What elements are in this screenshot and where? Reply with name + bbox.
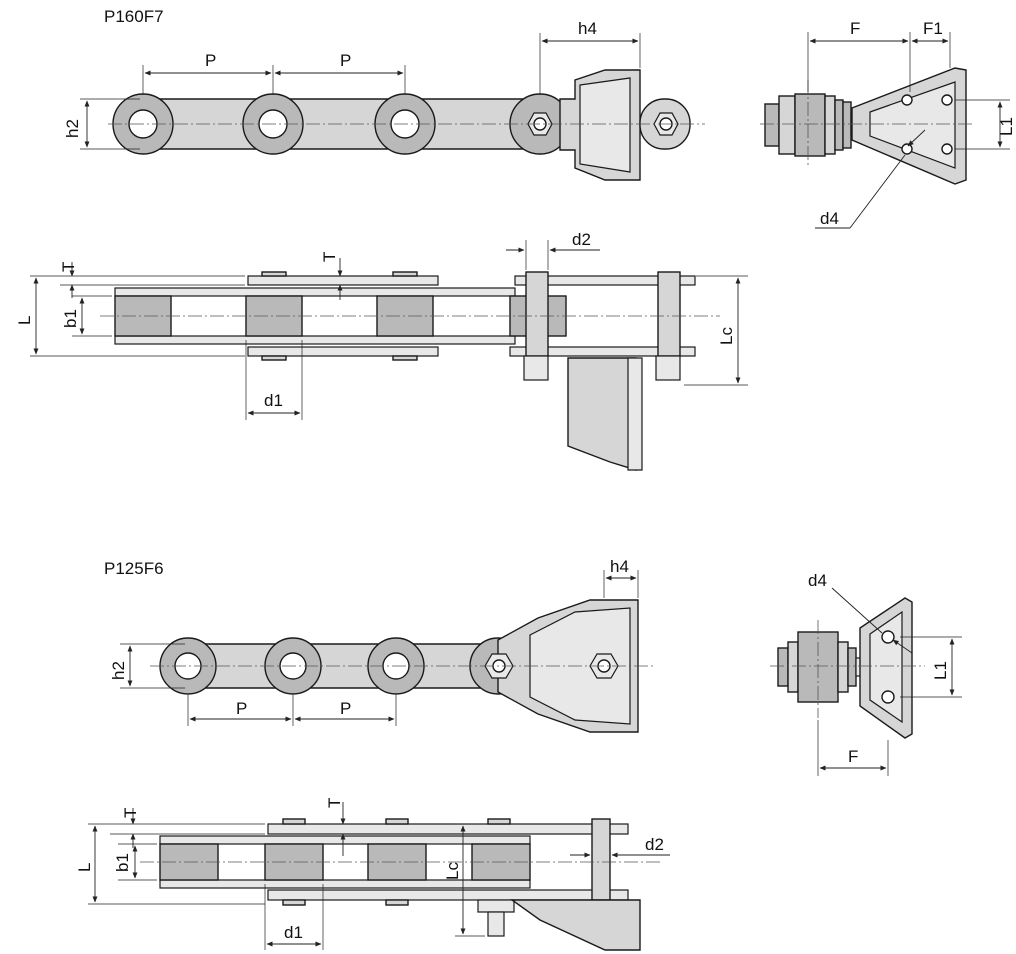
d1-label: d1 xyxy=(264,391,283,410)
t-label: T xyxy=(59,262,78,272)
l-label: L xyxy=(15,316,34,325)
chain-end-view xyxy=(770,597,925,739)
pitch-dimensions: P P xyxy=(142,51,406,95)
d2-label: d2 xyxy=(572,230,591,249)
f-dimension: F xyxy=(817,720,889,776)
pitch-label: P xyxy=(340,51,351,70)
d1-label: d1 xyxy=(284,923,303,942)
diagram-p125f6: P125F6 h4 h2 P P xyxy=(75,557,962,951)
h2-label: h2 xyxy=(109,661,128,680)
t-label: T xyxy=(320,252,339,262)
chain-plan-view xyxy=(140,818,660,951)
pitch-label: P xyxy=(340,699,351,718)
pitch-label: P xyxy=(236,699,247,718)
l1-dimension: L1 xyxy=(900,636,962,698)
diagram-title: P160F7 xyxy=(104,7,164,26)
l1-label: L1 xyxy=(997,117,1016,136)
chain-plan-view xyxy=(100,271,720,471)
h4-dimension: h4 xyxy=(539,19,641,95)
lc-label: Lc xyxy=(443,862,462,880)
t-label: T xyxy=(325,798,344,808)
b1-label: b1 xyxy=(61,309,80,328)
pitch-dimensions: P P xyxy=(187,695,397,726)
h4-label: h4 xyxy=(610,557,629,576)
d2-label: d2 xyxy=(645,835,664,854)
f1-label: F1 xyxy=(923,19,943,38)
d4-label: d4 xyxy=(820,209,839,228)
f-dimensions: F F1 xyxy=(807,19,951,92)
h2-dimension: h2 xyxy=(63,98,140,150)
l-label: L xyxy=(75,863,94,872)
h2-dimension: h2 xyxy=(109,643,185,689)
l1-dimension: L1 xyxy=(955,99,1016,150)
d4-label: d4 xyxy=(808,571,827,590)
f-label: F xyxy=(848,747,858,766)
d4-leader: d4 xyxy=(808,571,913,654)
h4-dimension: h4 xyxy=(603,557,639,598)
b1-label: b1 xyxy=(113,853,132,872)
f-label: F xyxy=(850,19,860,38)
plan-view-dimensions: L T T b1 d1 d2 Lc xyxy=(15,230,748,420)
chain-end-view xyxy=(760,67,975,185)
chain-side-view xyxy=(150,599,655,733)
pitch-label: P xyxy=(205,51,216,70)
h4-label: h4 xyxy=(578,19,597,38)
plan-view-dimensions: L T T b1 Lc d2 d1 xyxy=(75,798,670,950)
diagram-p160f7: P160F7 P P h4 xyxy=(15,7,1016,471)
t-label: T xyxy=(121,808,140,818)
h2-label: h2 xyxy=(63,119,82,138)
l1-label: L1 xyxy=(931,661,950,680)
lc-label: Lc xyxy=(717,327,736,345)
d4-leader: d4 xyxy=(815,129,926,229)
diagram-title: P125F6 xyxy=(104,559,164,578)
chain-side-view xyxy=(108,69,705,181)
